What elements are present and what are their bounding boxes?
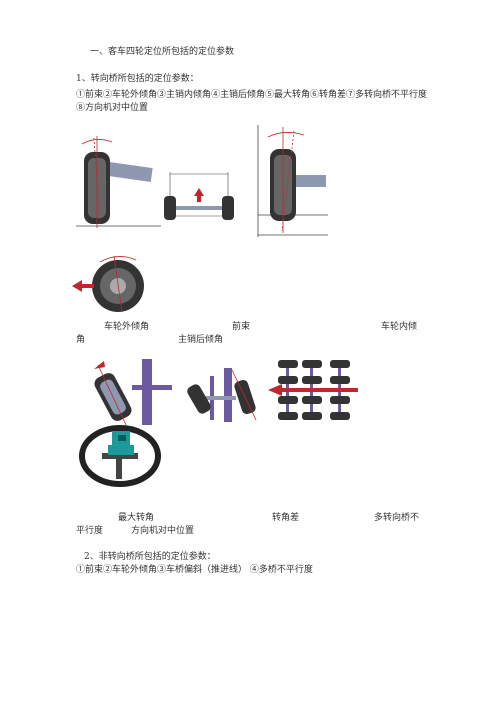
caption-multi-axle-part1: 多转向桥不 [374,513,420,523]
caption-kpi-part2: 角 [76,335,86,345]
camber-figure [76,136,161,228]
caster-figure [72,255,144,313]
caption-steering-center: 方向机对中位置 [131,526,195,536]
caption-max-angle: 最大转角 [118,513,155,523]
section1-params-line1: ①前束②车轮外倾角③主销内倾角④主销后倾角⑤最大转角⑥转角差⑦多转向桥不平行度 [76,90,428,100]
section2-heading: 2、非转向桥所包括的定位参数： [84,552,216,562]
caption-kpi-part1: 车轮内倾 [381,322,418,332]
turn-difference-figure [187,368,257,422]
caption-turn-diff: 转角差 [272,513,300,523]
kingpin-inclination-figure [257,125,328,237]
caption-multi-axle-part2: 平行度 [76,526,104,536]
multi-axle-figure [268,360,358,420]
page-title: 一、客车四轮定位所包括的定位参数 [90,47,235,57]
section1-heading: 1、转向桥所包括的定位参数： [76,74,199,84]
toe-figure [164,172,234,220]
section1-params-line2: ⑧方向机对中位置 [76,103,149,113]
caption-caster: 主销后倾角 [178,335,224,345]
caption-camber: 车轮外倾角 [104,322,150,332]
section2-params: ①前束②车轮外倾角③车桥偏斜（推进线） ④多桥不平行度 [76,565,313,575]
max-angle-figure [94,359,172,426]
steering-wheel-figure [79,425,161,487]
caption-toe: 前束 [232,322,251,332]
